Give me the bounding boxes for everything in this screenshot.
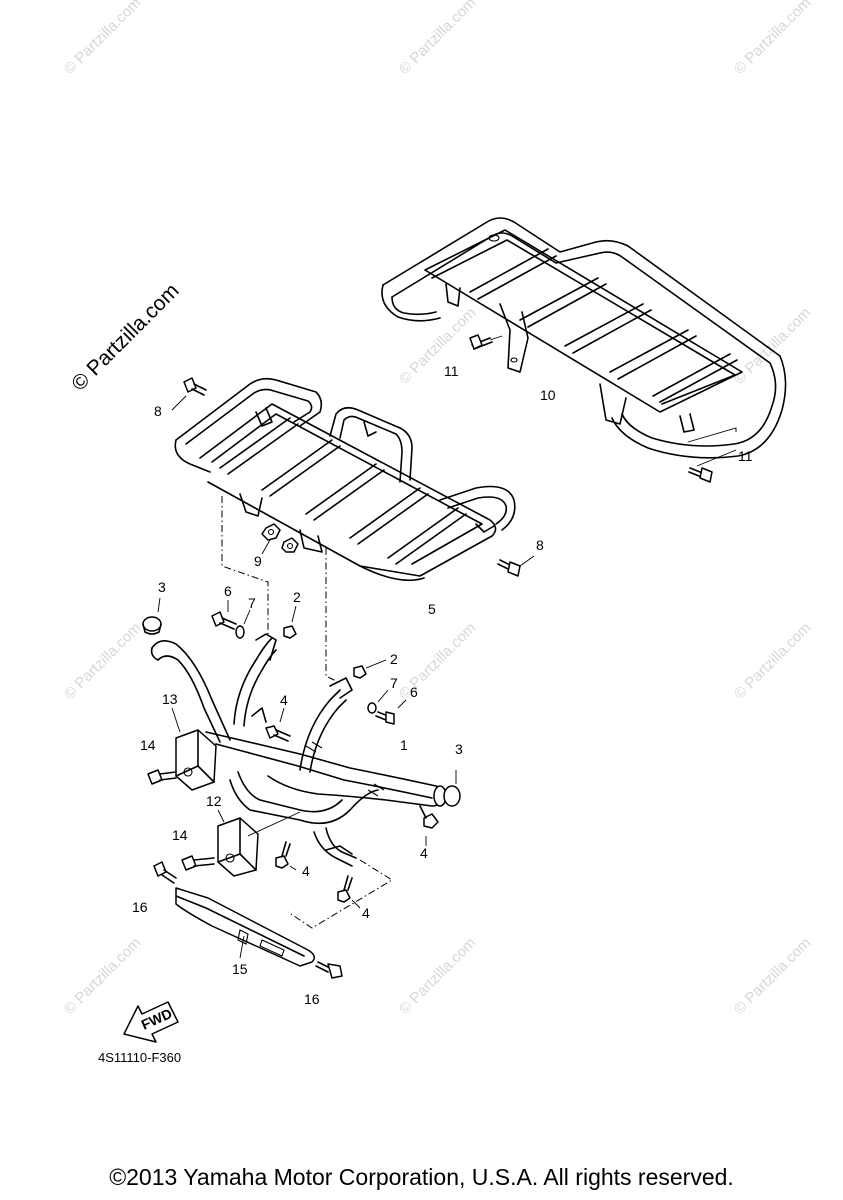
callout-4: 4 <box>420 845 428 861</box>
front-guard <box>150 633 447 867</box>
bolt-8-lower <box>497 555 535 577</box>
watermark-text: © Partzilla.com <box>396 304 479 387</box>
callout-4: 4 <box>362 905 370 921</box>
callout-12: 12 <box>206 793 222 809</box>
washer-7-left <box>235 609 251 639</box>
callout-5: 5 <box>428 601 436 617</box>
skid-plate-15 <box>175 887 315 967</box>
bolt-11-upper <box>469 334 503 350</box>
watermark-text: © Partzilla.com <box>396 619 479 702</box>
bolt-6-right <box>375 699 407 725</box>
bolt-16-left <box>153 861 177 884</box>
bolt-14-lower <box>181 855 215 871</box>
watermark-text: © Partzilla.com <box>731 304 814 387</box>
callout-11: 11 <box>738 448 753 464</box>
callout-labels: 1 2 2 3 3 4 4 4 4 5 6 6 7 7 8 8 9 10 11 … <box>132 363 753 1007</box>
nut-2-right <box>353 659 387 679</box>
mount-block-13 <box>171 707 217 791</box>
callout-16: 16 <box>132 899 148 915</box>
callout-2: 2 <box>390 651 398 667</box>
callout-7: 7 <box>390 675 398 691</box>
watermark-corner: © Partzilla.com <box>67 279 183 395</box>
parts-diagram: © Partzilla.com © Partzilla.com © Partzi… <box>61 0 814 1043</box>
watermark-text: © Partzilla.com <box>61 0 144 78</box>
bolt-8-upper <box>171 377 207 411</box>
callout-4: 4 <box>302 863 310 879</box>
bolt-16-right <box>315 961 343 979</box>
watermark-text: © Partzilla.com <box>61 934 144 1017</box>
callout-16: 16 <box>304 991 320 1007</box>
callout-4: 4 <box>280 692 288 708</box>
cap-3-left <box>142 597 162 635</box>
bolt-4-top <box>265 707 291 742</box>
watermark-text: © Partzilla.com <box>61 619 144 702</box>
callout-9: 9 <box>254 553 262 569</box>
watermark-layer: © Partzilla.com © Partzilla.com © Partzi… <box>61 0 814 1018</box>
callout-15: 15 <box>232 961 248 977</box>
callout-2: 2 <box>293 589 301 605</box>
watermark-text: © Partzilla.com <box>731 0 814 78</box>
front-carrier <box>174 377 516 582</box>
cap-3-right <box>443 770 461 807</box>
nut-9 <box>261 523 299 555</box>
watermark-text: © Partzilla.com <box>396 934 479 1017</box>
callout-14: 14 <box>140 737 156 753</box>
nut-2-left <box>283 605 297 639</box>
callout-6: 6 <box>410 684 418 700</box>
diagram-code: 4S11110-F360 <box>98 1050 182 1065</box>
callout-11: 11 <box>444 363 459 379</box>
callout-3: 3 <box>455 741 463 757</box>
callout-14: 14 <box>172 827 188 843</box>
bolt-4-mid <box>275 841 297 871</box>
copyright-notice: ©2013 Yamaha Motor Corporation, U.S.A. A… <box>109 1164 734 1190</box>
bolt-6-left <box>211 600 237 630</box>
rear-carrier <box>381 217 787 467</box>
bolt-11-lower <box>688 467 713 483</box>
callout-10: 10 <box>540 387 556 403</box>
callout-6: 6 <box>224 583 232 599</box>
bolt-14-upper <box>147 769 177 785</box>
callout-8: 8 <box>536 537 544 553</box>
callout-3: 3 <box>158 579 166 595</box>
watermark-text: © Partzilla.com <box>396 0 479 78</box>
callout-1: 1 <box>400 737 408 753</box>
bolt-4-lower <box>337 875 361 909</box>
watermark-text: © Partzilla.com <box>731 934 814 1017</box>
watermark-text: © Partzilla.com <box>731 619 814 702</box>
callout-8: 8 <box>154 403 162 419</box>
fwd-arrow-icon: FWD <box>123 1001 179 1043</box>
washer-7-right <box>367 689 389 714</box>
assembly-guides <box>221 496 393 929</box>
bolt-4-right <box>419 805 439 846</box>
callout-13: 13 <box>162 691 178 707</box>
callout-7: 7 <box>248 595 256 611</box>
mount-block-12 <box>217 809 301 877</box>
